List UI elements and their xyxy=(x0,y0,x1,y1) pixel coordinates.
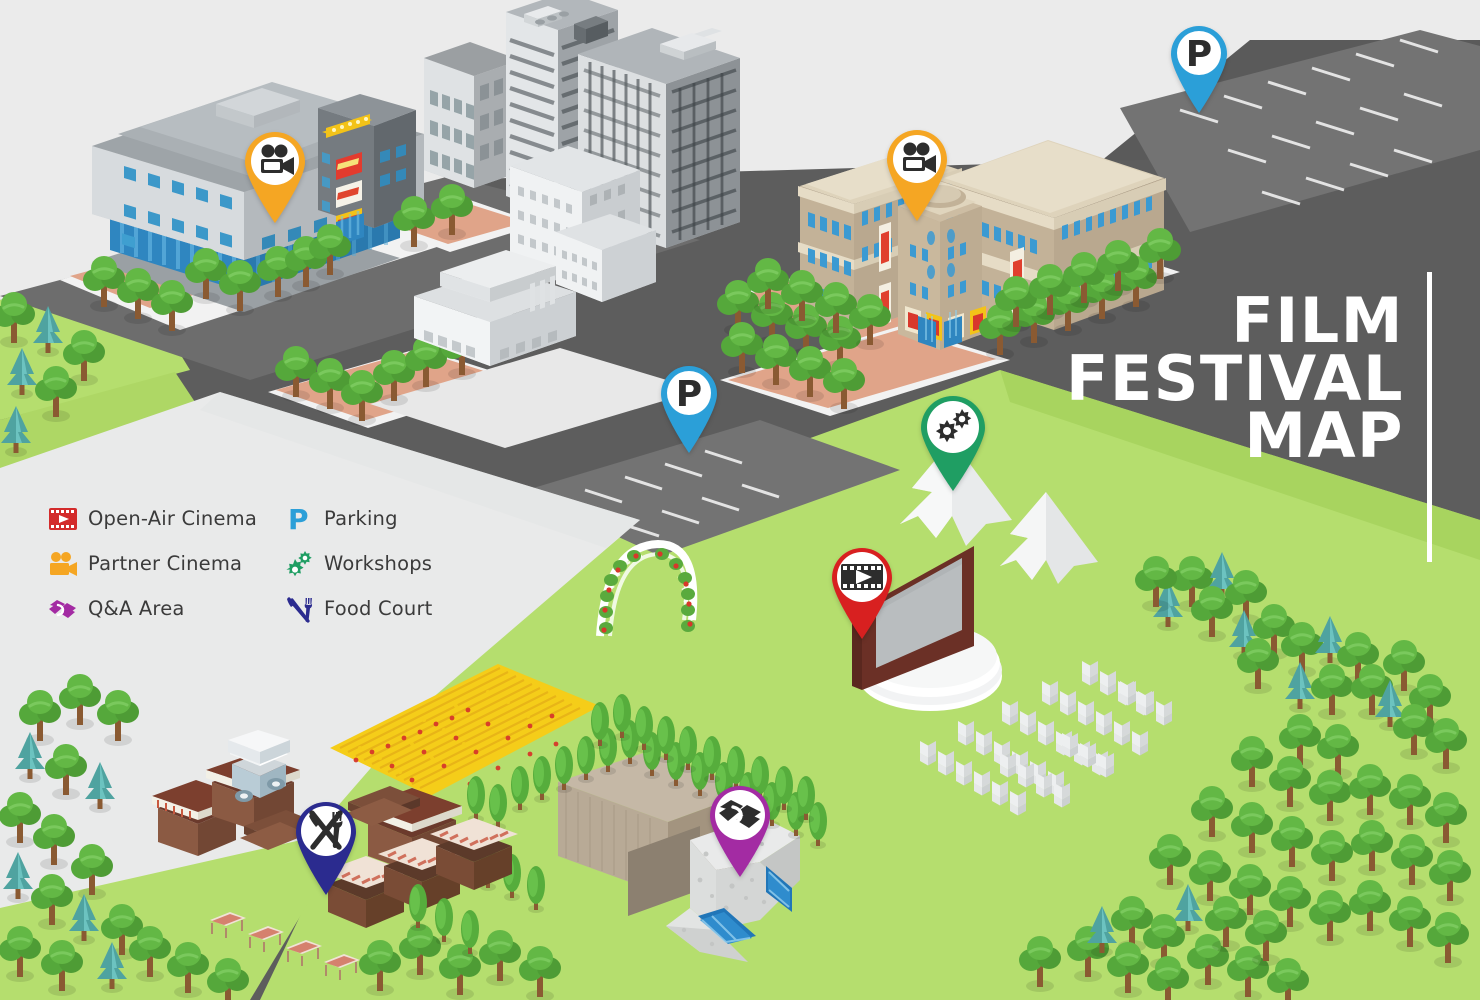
film-strip-play-icon xyxy=(841,564,883,590)
legend-label-partner-cinema: Partner Cinema xyxy=(88,552,243,575)
svg-text:P: P xyxy=(288,505,309,533)
flower-field-rows xyxy=(339,667,581,789)
letter-p-icon: P xyxy=(284,504,314,534)
film-strip-play-icon xyxy=(48,504,78,534)
title-divider-rule xyxy=(1427,272,1432,562)
marker-workshops[interactable] xyxy=(914,392,992,492)
legend-item-open-air-cinema[interactable]: Open-Air Cinema xyxy=(48,504,284,534)
movie-camera-icon xyxy=(261,144,294,175)
fork-knife-icon xyxy=(309,810,343,850)
marker-parking-north[interactable]: P xyxy=(1166,22,1232,114)
legend-item-workshops[interactable]: Workshops xyxy=(284,549,458,579)
central-white-building xyxy=(414,146,656,366)
marker-partner-cinema-east[interactable] xyxy=(882,126,952,222)
legend-item-partner-cinema[interactable]: Partner Cinema xyxy=(48,549,284,579)
gears-icon xyxy=(284,549,314,579)
flower-field xyxy=(330,664,600,796)
gears-icon xyxy=(935,409,972,443)
forest-left xyxy=(0,290,563,1000)
forest-right xyxy=(1017,552,1473,1000)
legend-label-open-air-cinema: Open-Air Cinema xyxy=(88,507,257,530)
open-air-cinema-screen xyxy=(852,546,1002,711)
rose-arch xyxy=(596,539,698,637)
marker-parking-central[interactable]: P xyxy=(656,362,722,454)
legend-label-parking: Parking xyxy=(324,507,398,530)
map-legend: Open-Air Cinema P Parking Partner Cin xyxy=(48,496,458,631)
marker-open-air-cinema[interactable] xyxy=(826,544,898,640)
fork-knife-icon xyxy=(284,594,314,624)
legend-label-workshops: Workshops xyxy=(324,552,433,575)
legend-label-qa-area: Q&A Area xyxy=(88,597,185,620)
legend-item-qa-area[interactable]: Q&A Area xyxy=(48,594,284,624)
letter-p-icon: P xyxy=(1186,34,1212,75)
movie-camera-icon xyxy=(48,549,78,579)
movie-camera-icon xyxy=(903,142,936,173)
handshake-icon xyxy=(719,800,761,828)
page-title: FILM FESTIVAL MAP xyxy=(1066,284,1404,473)
food-market xyxy=(152,730,518,980)
legend-item-parking[interactable]: P Parking xyxy=(284,504,458,534)
title-line-2: FESTIVAL xyxy=(1066,341,1404,415)
legend-item-food-court[interactable]: Food Court xyxy=(284,594,458,624)
legend-label-food-court: Food Court xyxy=(324,597,433,620)
marker-partner-cinema-west[interactable] xyxy=(240,128,310,224)
marker-qa-area[interactable] xyxy=(704,782,776,878)
title-line-3: MAP xyxy=(1244,399,1404,473)
handshake-icon xyxy=(48,594,78,624)
title-line-1: FILM xyxy=(1231,284,1404,357)
letter-p-icon: P xyxy=(676,374,702,415)
marker-food-court[interactable] xyxy=(290,798,362,896)
